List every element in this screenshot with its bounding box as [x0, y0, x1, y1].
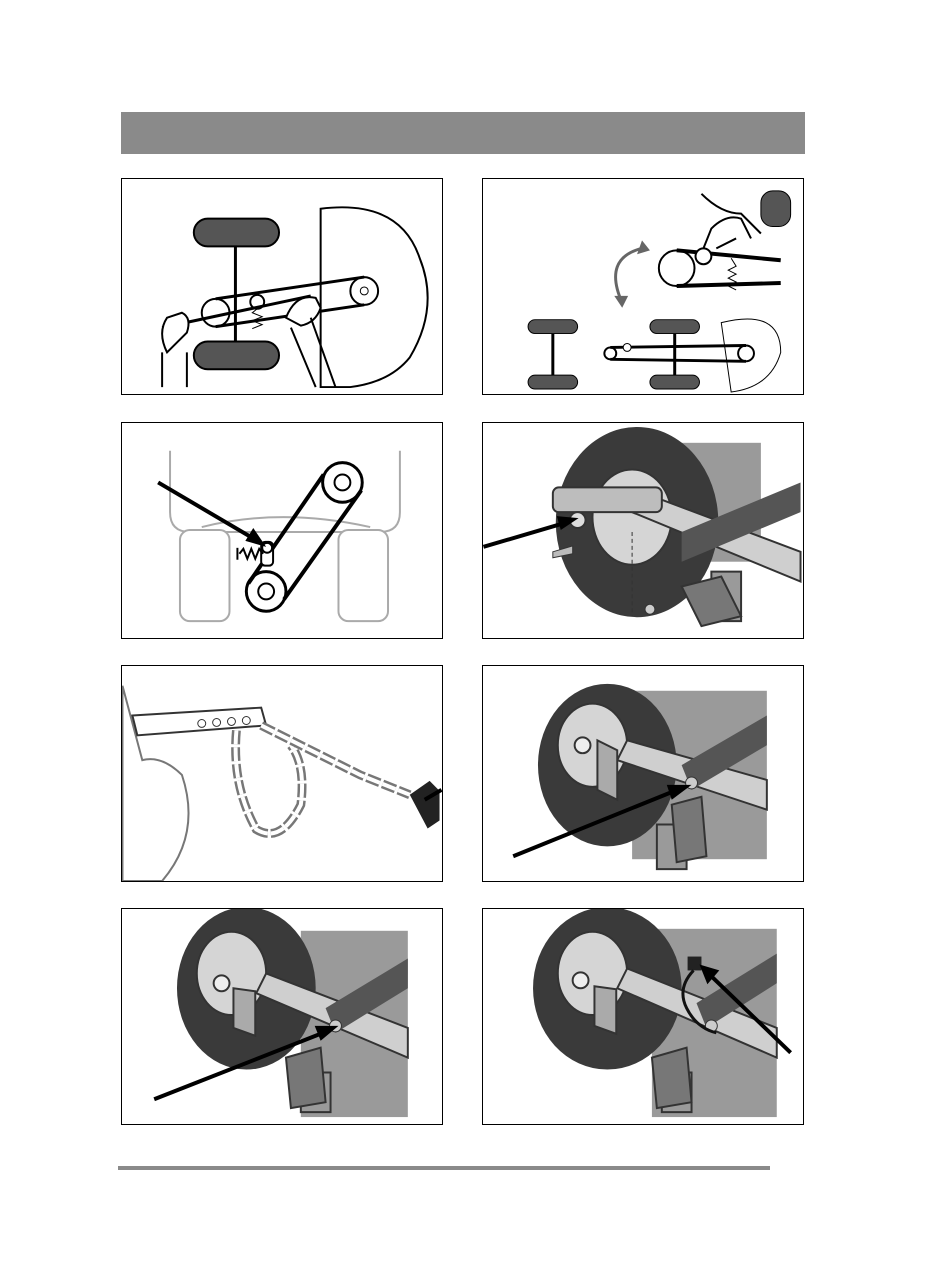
figure-belt-spring-arrow [121, 422, 443, 639]
footer-rule [118, 1166, 770, 1170]
belt-adjust-illustration [483, 179, 803, 394]
cable-connector-illustration [483, 909, 803, 1124]
figure-drawbar-arrow-right-low [121, 908, 443, 1125]
figure-belt-tension-hands [121, 178, 443, 395]
figure-belt-adjust-detail [482, 178, 804, 395]
figure-hitch-pin-wheel [482, 422, 804, 639]
belt-spring-illustration [122, 423, 442, 638]
drawbar-pin-illustration [122, 909, 442, 1124]
section-header-bar [121, 112, 805, 154]
hitch-pin-illustration [483, 423, 803, 638]
figure-cable-connector [482, 908, 804, 1125]
belt-tension-illustration [122, 179, 442, 394]
figure-drawbar-arrow-left [482, 665, 804, 882]
figure-safety-chain [121, 665, 443, 882]
safety-chain-illustration [122, 666, 442, 881]
drawbar-illustration [483, 666, 803, 881]
